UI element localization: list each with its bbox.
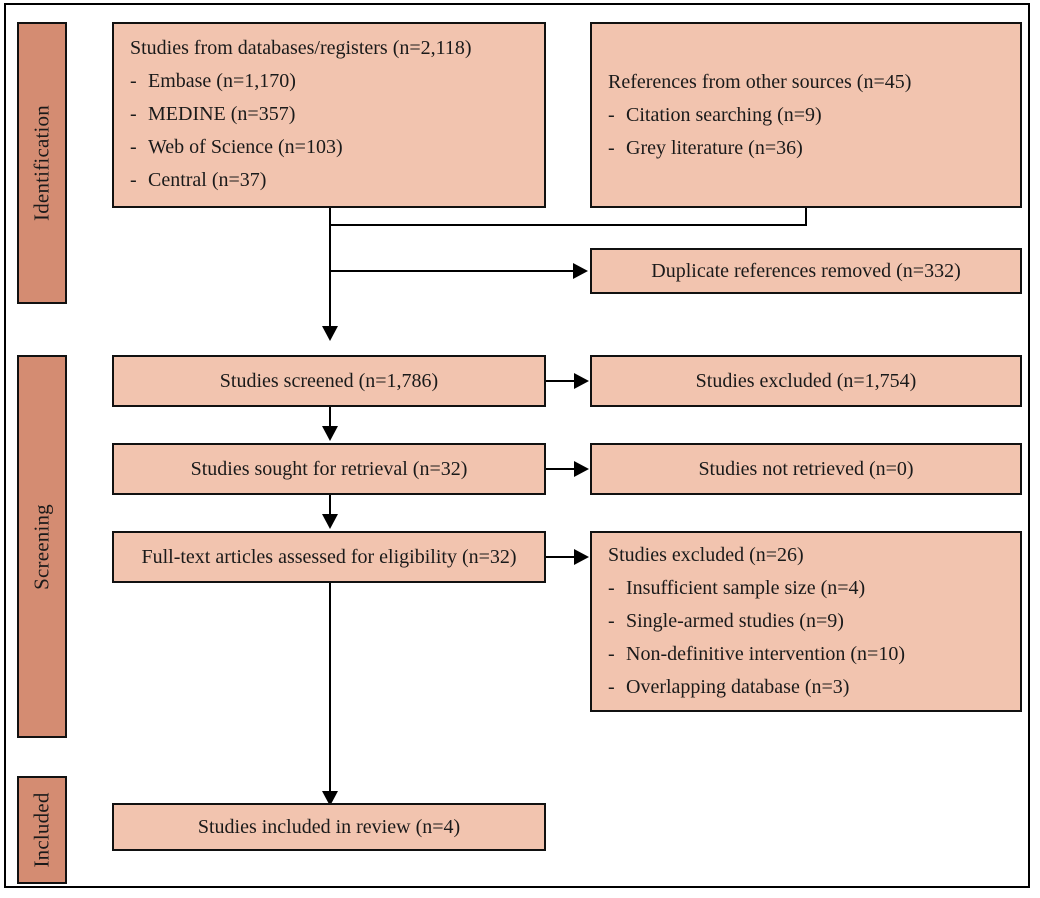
list-item-label: Single-armed studies (n=9) — [626, 610, 844, 632]
list-item: - Embase (n=1,170) — [130, 71, 544, 91]
box-other-sources-heading: References from other sources (n=45) — [608, 71, 912, 93]
list-item-label: Grey literature (n=36) — [626, 137, 803, 159]
list-item: - Grey literature (n=36) — [608, 138, 1020, 158]
arrow-into-fulltext-excluded — [574, 549, 589, 565]
list-item: - Citation searching (n=9) — [608, 105, 1020, 125]
box-studies-excluded-screening: Studies excluded (n=1,754) — [590, 355, 1022, 407]
connector-screened-to-sought — [329, 407, 331, 428]
list-item: - Non-definitive intervention (n=10) — [608, 644, 1020, 664]
arrow-into-screen-excluded — [574, 373, 589, 389]
stage-bar-included: Included — [17, 776, 67, 884]
stage-bar-screening: Screening — [17, 355, 67, 738]
list-item-label: Insufficient sample size (n=4) — [626, 577, 866, 599]
diagram-frame — [4, 3, 1030, 888]
stage-label-included: Included — [29, 792, 54, 868]
box-fulltext-excluded-list: - Insufficient sample size (n=4) - Singl… — [608, 578, 1020, 697]
list-item-label: Central (n=37) — [148, 169, 267, 191]
bullet-dash: - — [608, 137, 615, 159]
list-item: - MEDINE (n=357) — [130, 104, 544, 124]
box-other-sources: References from other sources (n=45) - C… — [590, 22, 1022, 208]
box-studies-sought: Studies sought for retrieval (n=32) — [112, 443, 546, 495]
connector-sought-to-fulltext — [329, 495, 331, 516]
arrow-into-fulltext — [322, 514, 338, 529]
arrow-into-sought — [322, 426, 338, 441]
connector-sought-to-not-retrieved — [546, 468, 576, 470]
list-item: - Web of Science (n=103) — [130, 137, 544, 157]
box-duplicates-removed-label: Duplicate references removed (n=332) — [651, 260, 961, 282]
box-fulltext-assessed-label: Full-text articles assessed for eligibil… — [141, 546, 517, 568]
bullet-dash: - — [130, 136, 137, 158]
bullet-dash: - — [608, 610, 615, 632]
arrow-into-not-retrieved — [574, 461, 589, 477]
box-studies-excluded-eligibility: Studies excluded (n=26) - Insufficient s… — [590, 531, 1022, 712]
arrow-into-included — [322, 791, 338, 806]
connector-merge-horizontal — [329, 224, 807, 226]
box-studies-not-retrieved: Studies not retrieved (n=0) — [590, 443, 1022, 495]
bullet-dash: - — [130, 169, 137, 191]
stage-bar-identification: Identification — [17, 22, 67, 304]
connector-other-sources-drop — [805, 208, 807, 226]
box-fulltext-excluded-heading: Studies excluded (n=26) — [608, 544, 804, 566]
box-studies-sought-label: Studies sought for retrieval (n=32) — [190, 458, 468, 480]
list-item: - Central (n=37) — [130, 170, 544, 190]
connector-fulltext-to-excluded — [546, 556, 576, 558]
box-studies-included-label: Studies included in review (n=4) — [197, 816, 461, 838]
box-databases-heading: Studies from databases/registers (n=2,11… — [130, 37, 472, 59]
connector-merge-trunk — [329, 224, 331, 330]
bullet-dash: - — [608, 643, 615, 665]
box-fulltext-assessed: Full-text articles assessed for eligibil… — [112, 531, 546, 583]
box-databases-list: - Embase (n=1,170) - MEDINE (n=357) - We… — [130, 71, 544, 190]
box-duplicates-removed: Duplicate references removed (n=332) — [590, 248, 1022, 294]
arrow-into-screened — [322, 326, 338, 341]
connector-screened-to-excluded — [546, 380, 576, 382]
list-item: - Overlapping database (n=3) — [608, 677, 1020, 697]
connector-databases-drop — [329, 208, 331, 226]
bullet-dash: - — [608, 104, 615, 126]
box-studies-screened: Studies screened (n=1,786) — [112, 355, 546, 407]
bullet-dash: - — [130, 103, 137, 125]
arrow-into-duplicates — [573, 263, 588, 279]
box-studies-screened-label: Studies screened (n=1,786) — [219, 370, 439, 392]
list-item-label: MEDINE (n=357) — [148, 103, 296, 125]
list-item-label: Web of Science (n=103) — [148, 136, 343, 158]
list-item-label: Embase (n=1,170) — [148, 70, 296, 92]
connector-to-duplicates — [329, 270, 575, 272]
list-item: - Insufficient sample size (n=4) — [608, 578, 1020, 598]
box-studies-not-retrieved-label: Studies not retrieved (n=0) — [698, 458, 914, 480]
list-item-label: Overlapping database (n=3) — [626, 676, 850, 698]
stage-label-screening: Screening — [29, 503, 54, 590]
list-item-label: Non-definitive intervention (n=10) — [626, 643, 905, 665]
box-studies-included: Studies included in review (n=4) — [112, 803, 546, 851]
box-studies-excluded-screening-label: Studies excluded (n=1,754) — [695, 370, 917, 392]
box-databases-registers: Studies from databases/registers (n=2,11… — [112, 22, 546, 208]
connector-fulltext-to-included — [329, 583, 331, 796]
bullet-dash: - — [608, 676, 615, 698]
bullet-dash: - — [130, 70, 137, 92]
bullet-dash: - — [608, 577, 615, 599]
stage-label-identification: Identification — [29, 105, 54, 221]
list-item-label: Citation searching (n=9) — [626, 104, 822, 126]
list-item: - Single-armed studies (n=9) — [608, 611, 1020, 631]
box-other-sources-list: - Citation searching (n=9) - Grey litera… — [608, 105, 1020, 158]
